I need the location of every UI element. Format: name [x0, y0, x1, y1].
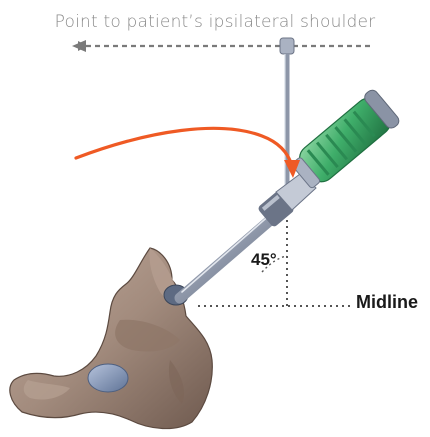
midline-label: Midline	[356, 292, 418, 313]
curved-arrow-icon	[76, 128, 300, 178]
green-handle	[287, 88, 401, 194]
pelvis-bone	[10, 248, 212, 429]
dashed-left-arrow-icon	[72, 40, 370, 52]
angle-label: 45°	[251, 250, 277, 270]
impactor-shaft	[180, 174, 316, 298]
